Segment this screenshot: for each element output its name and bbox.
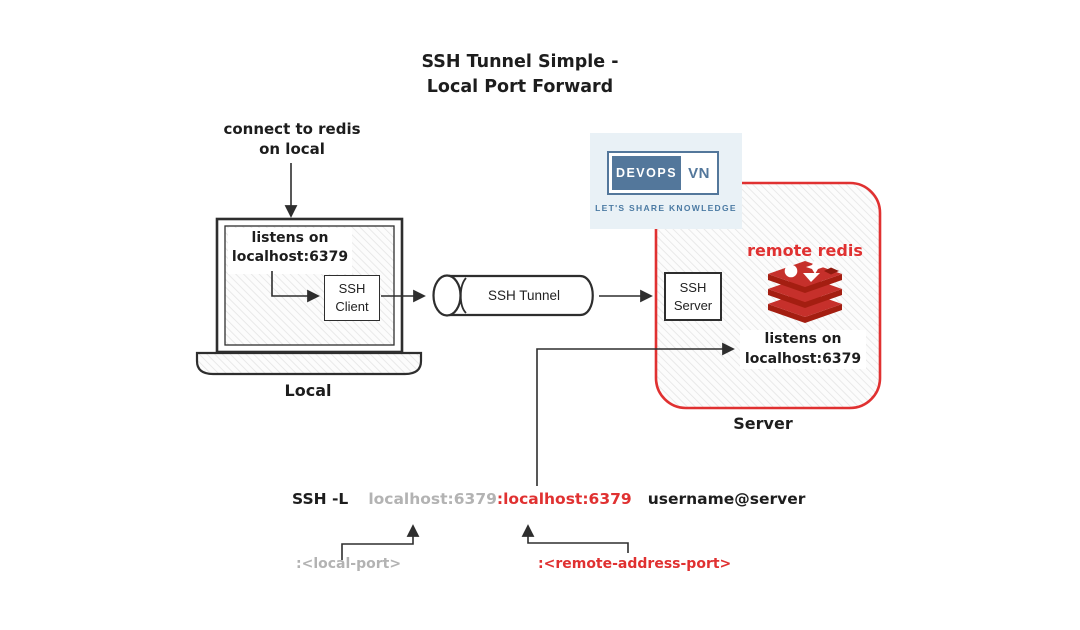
laptop-base (195, 351, 423, 376)
connect-note: connect to redis on local (223, 120, 361, 159)
server-device-label: Server (733, 414, 793, 433)
command-target: username@server (647, 490, 806, 508)
redis-icon (768, 260, 842, 323)
devopsvn-tagline: LET'S SHARE KNOWLEDGE (595, 203, 737, 213)
screen-listen-note: listens on localhost:6379 (228, 229, 352, 267)
command-prefix: SSH -L (292, 490, 349, 508)
local-device-label: Local (284, 381, 332, 400)
ssh-client-box: SSH Client (324, 275, 380, 321)
devopsvn-brand-primary: DEVOPS (612, 156, 681, 190)
ssh-server-box: SSH Server (664, 272, 722, 321)
tunnel-label: SSH Tunnel (487, 288, 561, 303)
command-remote-segment: :localhost:6379 (496, 490, 632, 508)
tunnel-cylinder (432, 274, 594, 317)
remote-annotation-connector (521, 524, 629, 553)
server-listen-note: listens on localhost:6379 (740, 330, 866, 370)
command-to-server-connector (536, 342, 735, 486)
devopsvn-brand-secondary: VN (688, 164, 710, 182)
ssh-command: SSH -L localhost:6379:localhost:6379 usern… (292, 490, 805, 508)
remote-address-annotation: :<remote-address-port> (538, 556, 732, 572)
local-annotation-connector (341, 524, 420, 560)
local-port-annotation: :<local-port> (296, 556, 402, 572)
devopsvn-logo: DEVOPS VN LET'S SHARE KNOWLEDGE (590, 133, 742, 229)
screen-elbow-arrow (271, 271, 320, 303)
devopsvn-logo-box: DEVOPS VN (607, 151, 719, 195)
command-local-segment: localhost:6379 (368, 490, 497, 508)
diagram-title: SSH Tunnel Simple - Local Port Forward (421, 52, 619, 98)
remote-redis-label: remote redis (747, 241, 863, 260)
